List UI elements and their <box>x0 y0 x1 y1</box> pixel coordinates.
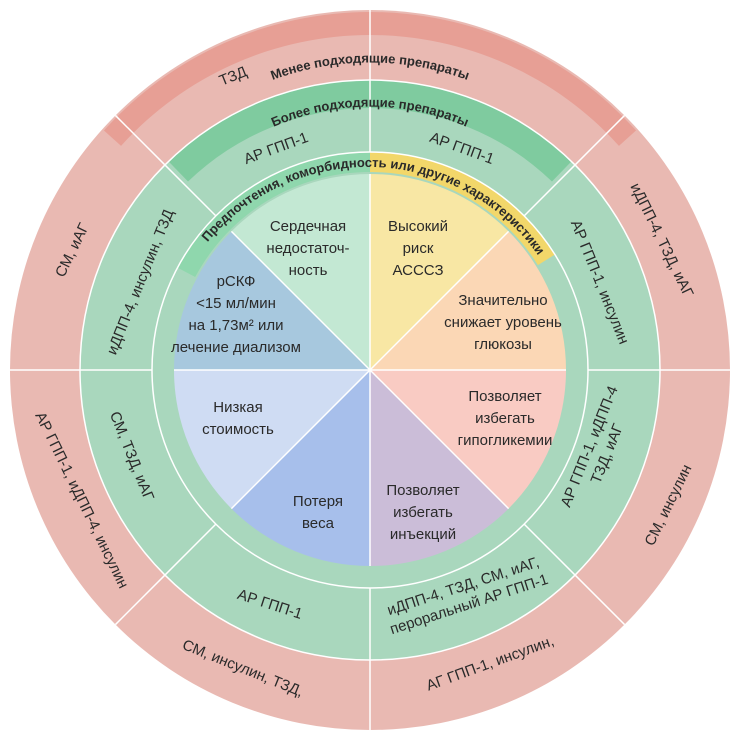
sector-low-cost <box>174 370 370 509</box>
inner-divider <box>230 369 371 510</box>
outer-band <box>103 12 637 146</box>
middle-divider <box>523 164 576 217</box>
middle-divider <box>523 523 576 576</box>
sector-weight-loss <box>231 370 370 566</box>
inner-divider <box>230 230 371 371</box>
sector-avoid-injections <box>370 370 509 566</box>
outer-divider <box>574 114 626 166</box>
sector-fills <box>174 174 566 566</box>
sector-glucose-lowering <box>370 231 566 370</box>
sector-avoid-hypoglycemia <box>370 370 566 509</box>
middle-divider <box>164 164 217 217</box>
middle-divider <box>164 523 217 576</box>
inner-divider <box>369 230 510 371</box>
inner-band-left <box>177 152 370 278</box>
sector-heart-failure <box>231 174 370 370</box>
outer-divider <box>574 574 626 626</box>
inner-divider <box>369 369 510 510</box>
inner-band-right <box>370 152 555 266</box>
outer-divider <box>114 114 166 166</box>
sector-ascvd-risk <box>370 174 509 370</box>
outer-divider <box>114 574 166 626</box>
middle-band <box>168 80 572 182</box>
dividers <box>10 10 730 730</box>
sector-egfr <box>174 231 370 370</box>
